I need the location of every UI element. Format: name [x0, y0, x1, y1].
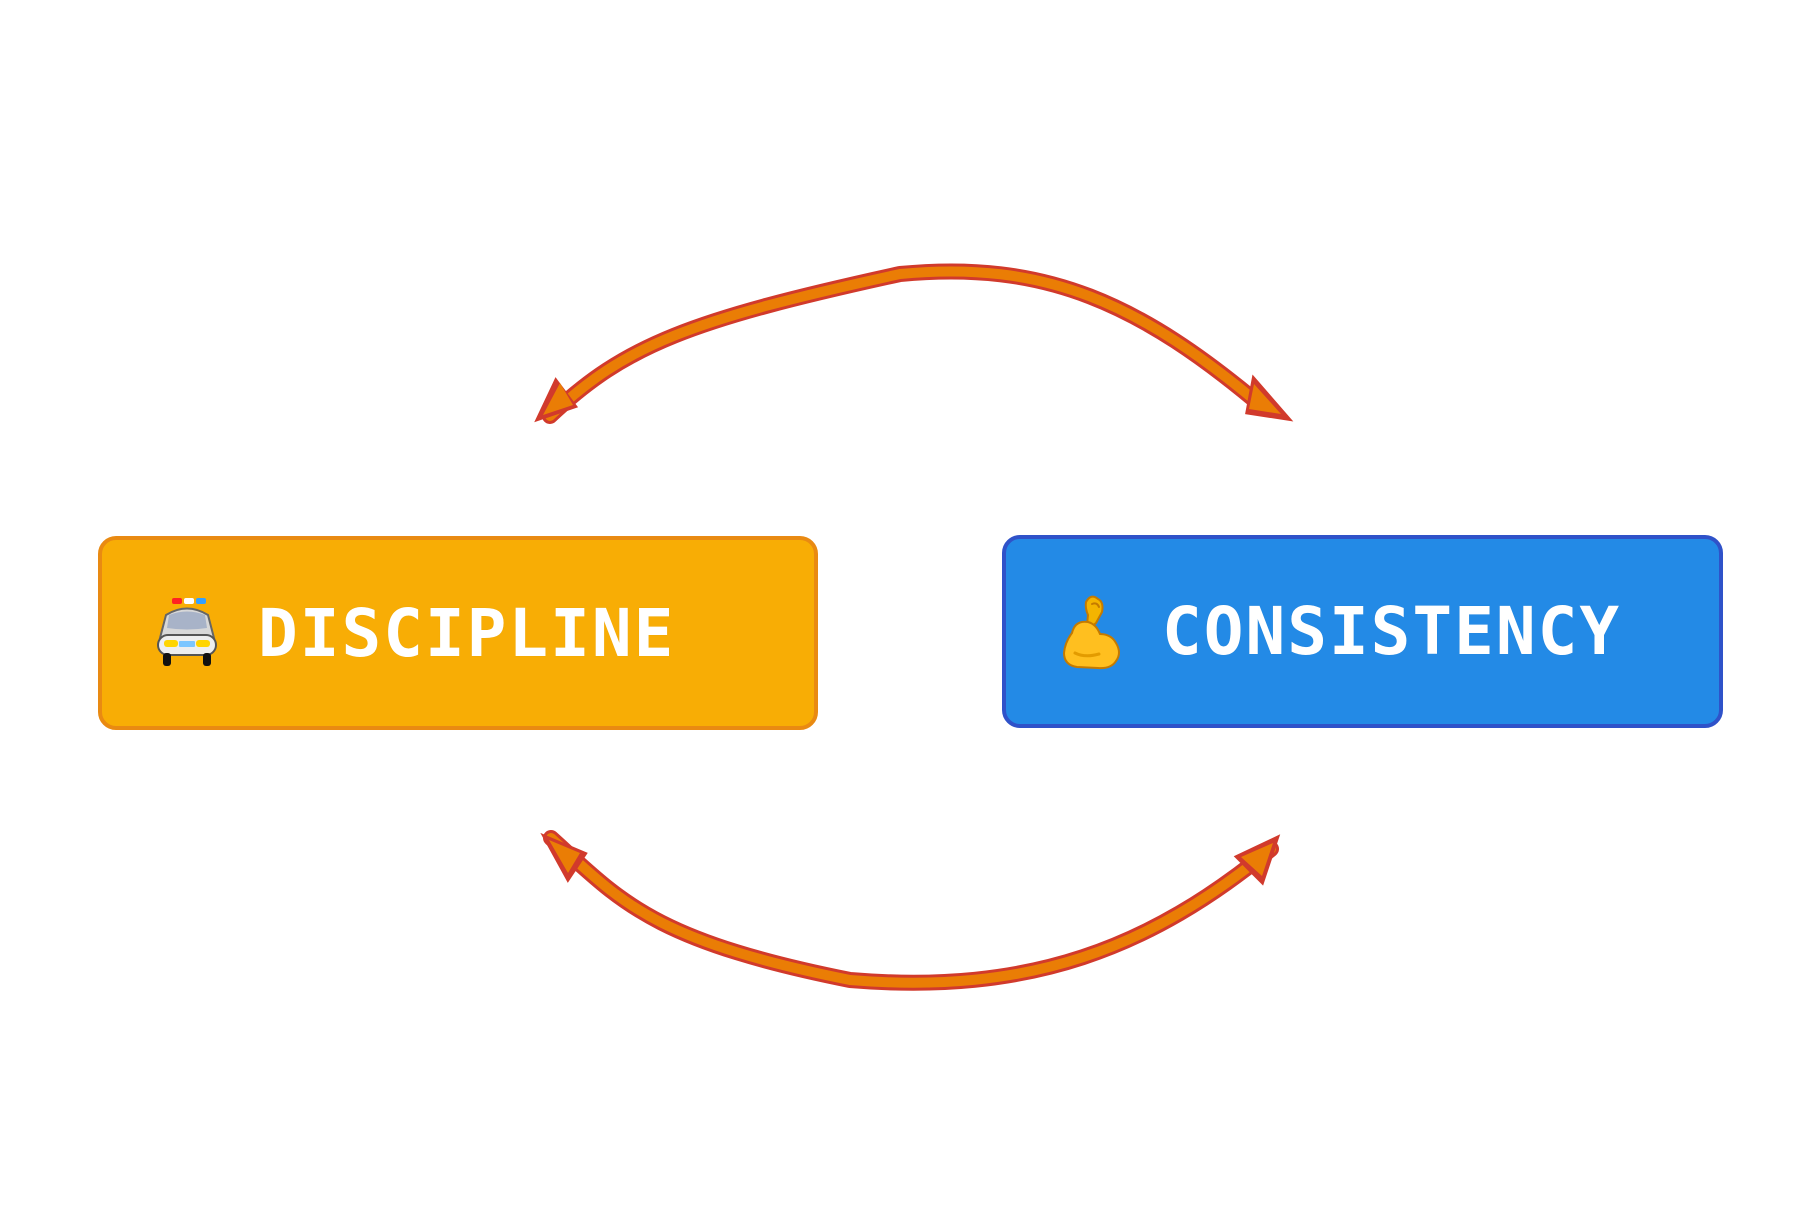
arrowhead-right-bottom	[1241, 843, 1273, 876]
top-connector-line	[545, 266, 1269, 421]
police-car-icon	[146, 592, 228, 674]
flexed-biceps-icon	[1050, 591, 1132, 673]
arrowhead-right-top	[1249, 384, 1281, 414]
bottom-connector-outline	[543, 830, 1279, 991]
bottom-connector	[540, 830, 1281, 991]
arrowhead-left-bottom	[549, 840, 580, 873]
bottom-connector-line	[546, 833, 1276, 988]
consistency-label: CONSISTENCY	[1162, 593, 1622, 670]
top-connector	[534, 263, 1294, 424]
arrowhead-left-top	[543, 383, 573, 415]
consistency-node: CONSISTENCY	[1002, 535, 1723, 728]
discipline-label: DISCIPLINE	[258, 594, 676, 672]
discipline-node: DISCIPLINE	[98, 536, 818, 730]
